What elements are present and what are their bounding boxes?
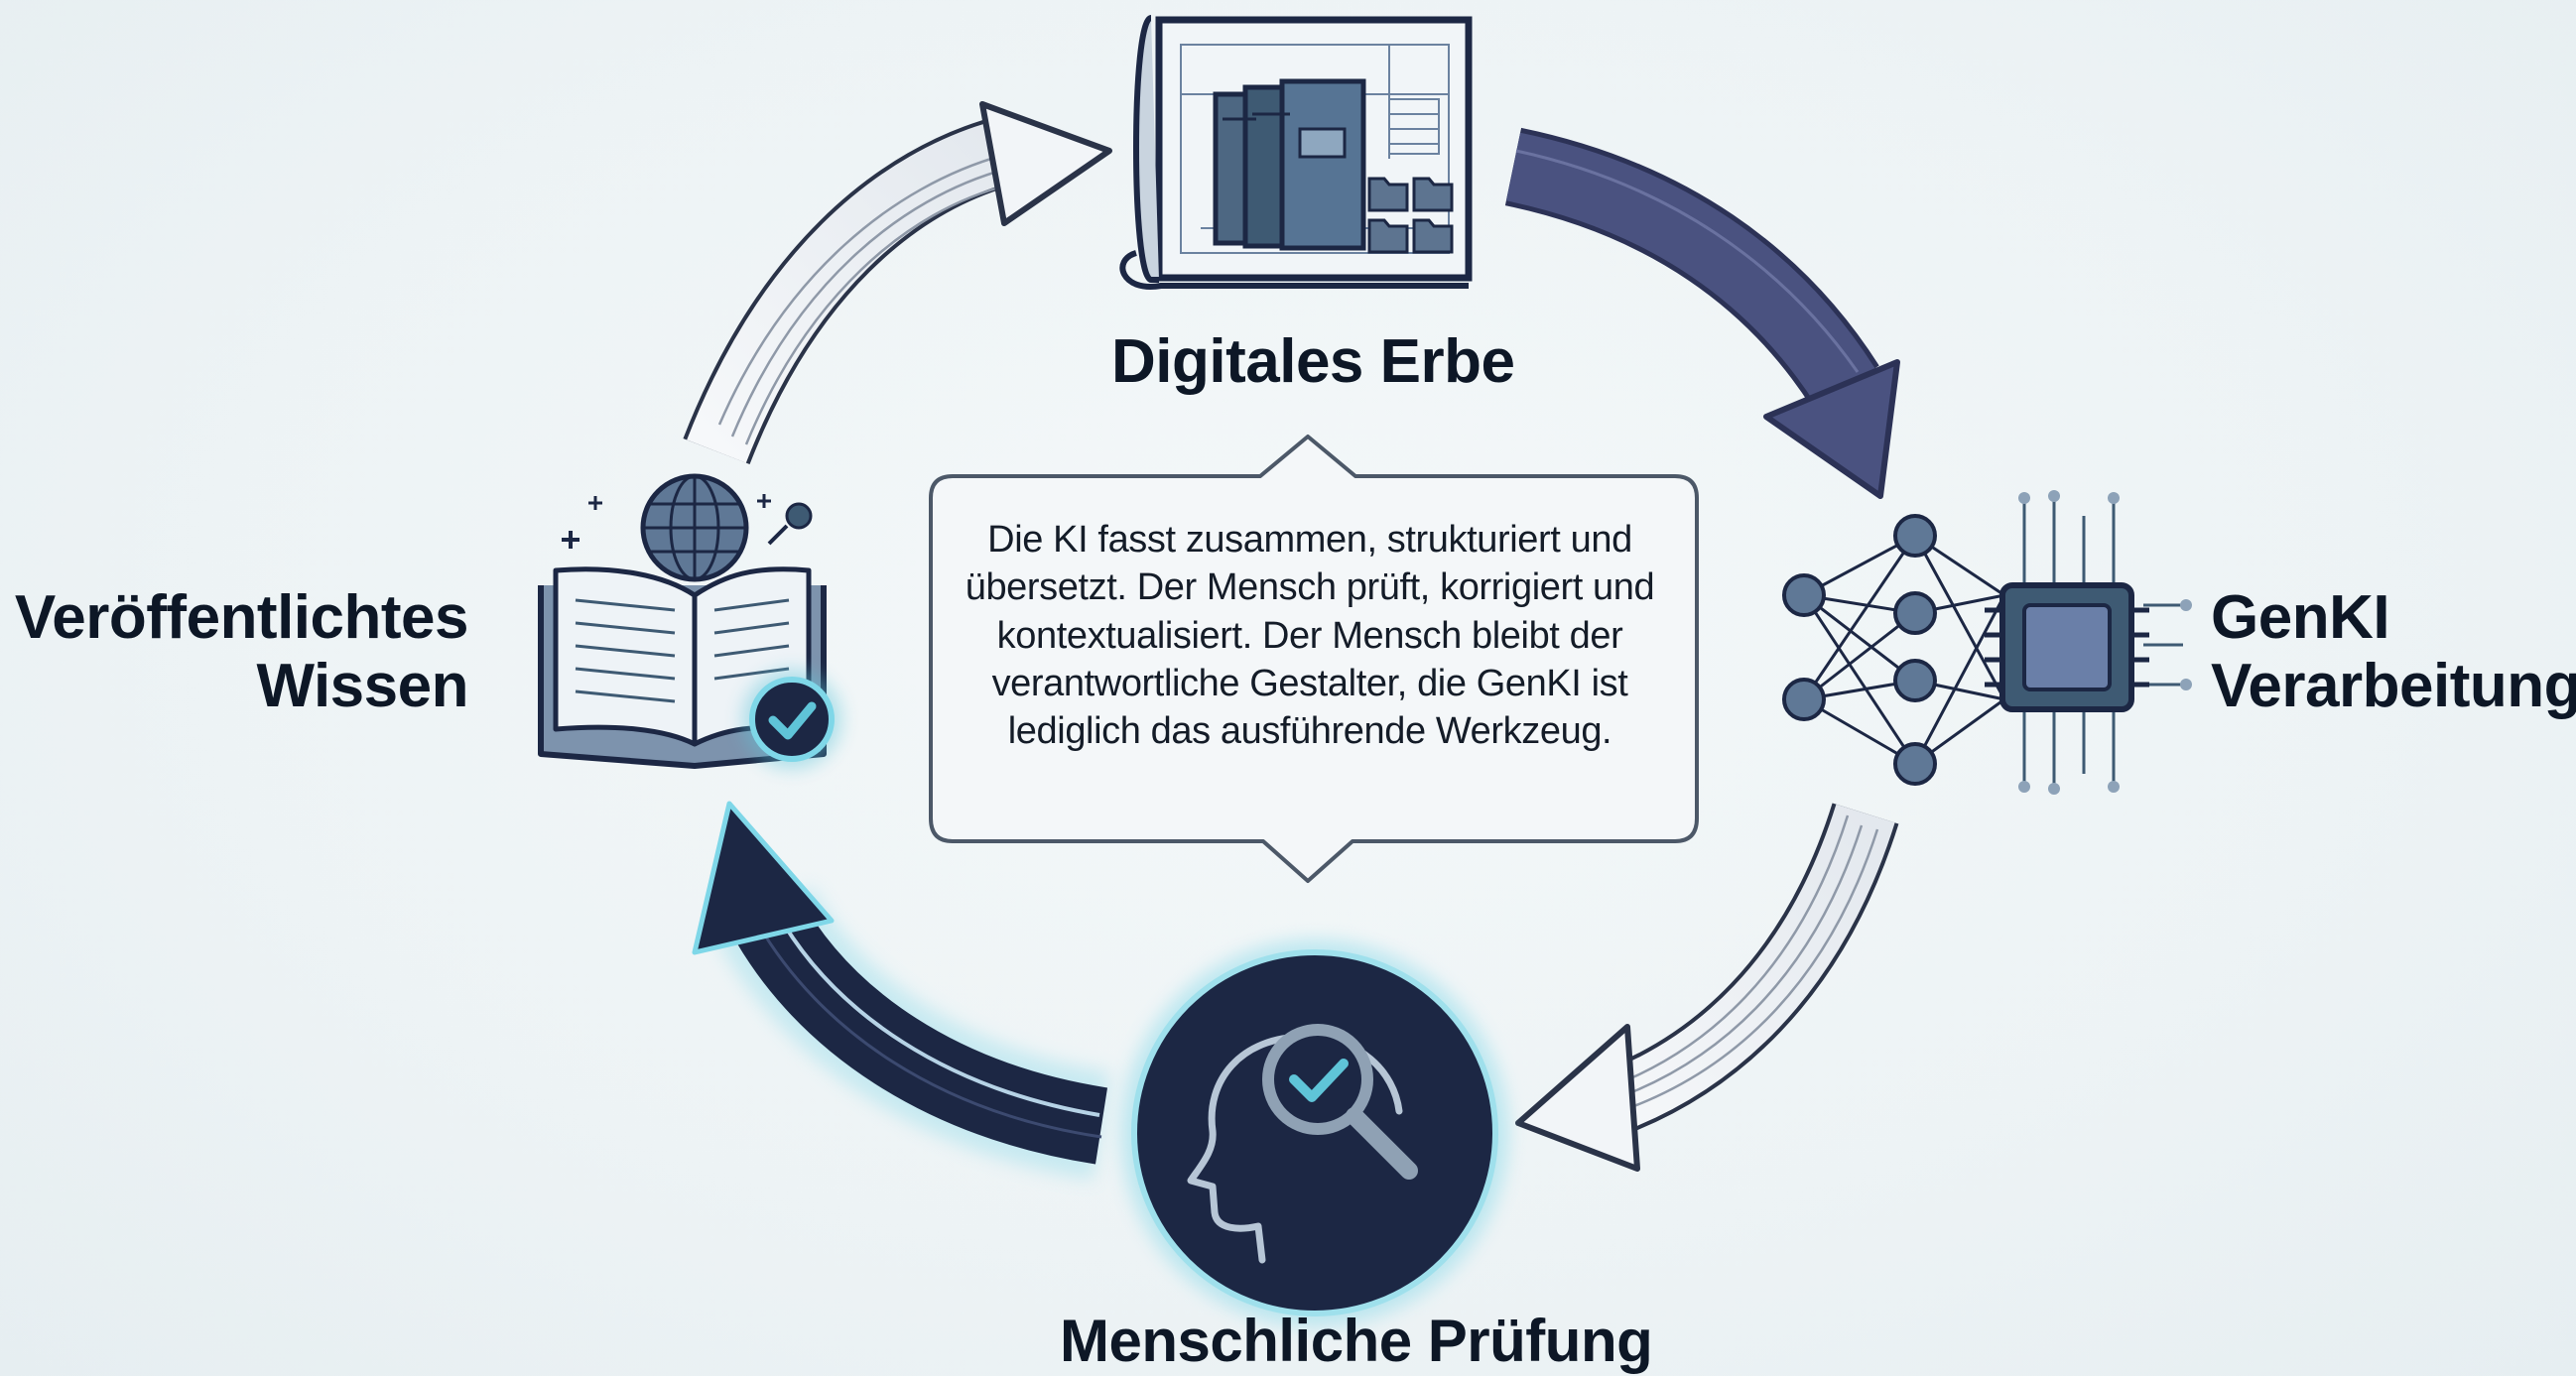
- node-label-line: Veröffentlichtes: [14, 583, 469, 652]
- node-label-veroeffentlichtes-wissen: Veröffentlichtes Wissen: [14, 583, 469, 721]
- callout-text: Die KI fasst zusammen, strukturiert und …: [965, 519, 1655, 752]
- arrow-erbe-to-genki: [1504, 127, 1900, 499]
- node-label-line: GenKI: [2211, 583, 2390, 652]
- node-label-genki-verarbeitung: GenKI Verarbeitung: [2211, 583, 2576, 721]
- head-magnifier-check-icon: [1121, 939, 1508, 1326]
- node-label-digitales-erbe: Digitales Erbe: [1111, 327, 1515, 396]
- neural-network-chip-icon: [1782, 490, 2192, 795]
- center-speech-bubble: [929, 435, 1699, 883]
- node-label-menschliche-pruefung: Menschliche Prüfung: [1060, 1308, 1653, 1374]
- arrow-wissen-to-erbe: [683, 101, 1112, 465]
- arrow-pruefung-to-wissen: [692, 801, 1111, 1181]
- open-book-globe-check-icon: [538, 473, 841, 769]
- arrow-genki-to-pruefung: [1515, 803, 1899, 1172]
- node-label-line: Wissen: [256, 652, 468, 721]
- archive-blueprint-books-icon: [1119, 15, 1473, 290]
- node-label-line: Verarbeitung: [2211, 652, 2576, 721]
